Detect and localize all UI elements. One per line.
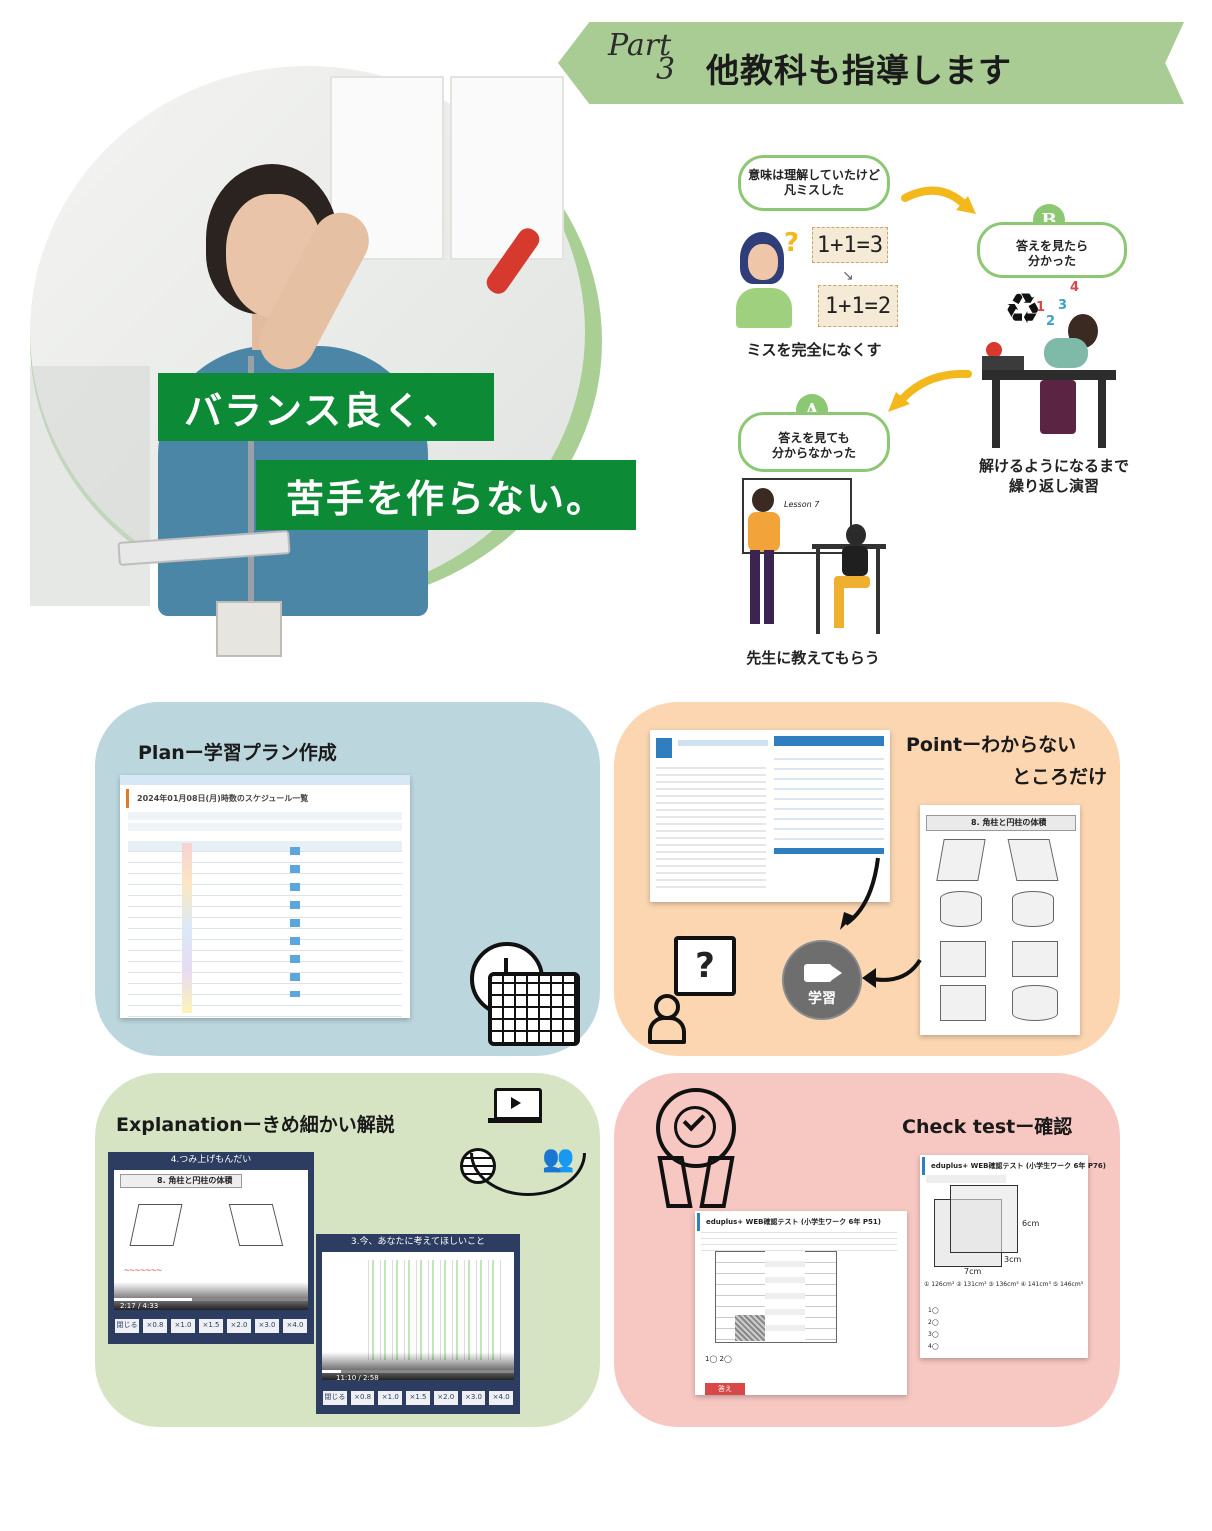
- workbook-screenshot: [650, 730, 890, 902]
- speed-3-0-button[interactable]: ×3.0: [461, 1391, 486, 1405]
- caption-mistake: ミスを完全になくす: [746, 341, 882, 359]
- answer-button[interactable]: 答え: [705, 1383, 745, 1395]
- dimension-depth: 3cm: [1004, 1255, 1022, 1264]
- speed-2-0-button[interactable]: ×2.0: [227, 1319, 251, 1333]
- video1-title: 4.つみ上げもんだい: [170, 1155, 252, 1165]
- wrong-answer-text: 1+1=3: [816, 232, 884, 258]
- check-card-title: Check testー確認: [902, 1116, 1073, 1138]
- test1-choices: 1◯ 2◯: [705, 1355, 732, 1363]
- wrong-answer-note: 1+1=3: [812, 227, 888, 263]
- recycle-icon: ♻: [1004, 284, 1042, 333]
- id-badge: [216, 601, 282, 657]
- calendar-icon: [488, 972, 580, 1046]
- laptop-base: [488, 1118, 542, 1123]
- laptop-icon: [494, 1088, 542, 1120]
- header-ribbon: [558, 22, 1184, 104]
- video1-heading: 8. 角柱と円柱の体積: [120, 1174, 242, 1188]
- worksheet-heading: 8. 角柱と円柱の体積: [926, 815, 1076, 831]
- video1-time: 2:17 / 4:33: [120, 1302, 159, 1310]
- explanation-card-title: Explanationーきめ細かい解説: [116, 1114, 395, 1136]
- speed-1-0-button[interactable]: ×1.0: [171, 1319, 195, 1333]
- medal-icon: [656, 1088, 736, 1168]
- right-answer-note: 1+1=2: [818, 285, 898, 327]
- arrow-icon: [901, 186, 976, 214]
- dimension-height: 6cm: [1022, 1219, 1040, 1228]
- not-understood-bubble: 答えを見ても 分からなかった: [738, 412, 890, 472]
- window-pane: [450, 76, 564, 260]
- speed-1-5-button[interactable]: ×1.5: [199, 1319, 223, 1333]
- speed-0-8-button[interactable]: ×0.8: [143, 1319, 167, 1333]
- speed-1-0-button[interactable]: ×1.0: [378, 1391, 403, 1405]
- schedule-screenshot: 2024年01月08日(月)時数のスケジュール一覧: [120, 775, 410, 1018]
- close-button[interactable]: 閉じる: [115, 1319, 139, 1333]
- arrow-icon: [888, 369, 972, 412]
- person-body-icon: [648, 1016, 686, 1044]
- studying-boy-illustration: [982, 312, 1116, 448]
- understood-bubble-text: 答えを見たら 分かった: [1015, 239, 1088, 268]
- video-player-2[interactable]: 3.今、あなたに考えてほしいこと 11:10 / 2:58 閉じる ×0.8 ×…: [316, 1234, 520, 1414]
- part-number: 3: [656, 52, 676, 87]
- playback-speed-controls: 閉じる ×0.8 ×1.0 ×1.5 ×2.0 ×3.0 ×4.0: [112, 1316, 310, 1336]
- test2-answer-list: 1◯2◯3◯4◯: [928, 1307, 939, 1350]
- web-test-1: eduplus+ WEB確認テスト (小学生ワーク 6年 P51) 1◯ 2◯ …: [695, 1211, 907, 1395]
- close-button[interactable]: 閉じる: [323, 1391, 347, 1405]
- mistake-bubble: 意味は理解していたけど 凡ミスした: [738, 155, 890, 211]
- point-card-title-2: ところだけ: [1012, 766, 1108, 788]
- point-card-title-1: Pointーわからない: [906, 734, 1077, 756]
- number-1-icon: 1: [1036, 300, 1046, 315]
- speed-1-5-button[interactable]: ×1.5: [406, 1391, 430, 1405]
- board-text: Lesson 7: [784, 500, 820, 509]
- video2-title: 3.今、あなたに考えてほしいこと: [350, 1237, 486, 1247]
- playback-speed-controls: 閉じる ×0.8 ×1.0 ×1.5 ×2.0 ×3.0 ×4.0: [320, 1388, 516, 1408]
- volume-worksheet: 8. 角柱と円柱の体積: [920, 805, 1080, 1035]
- part-label: Part: [608, 28, 672, 63]
- speed-0-8-button[interactable]: ×0.8: [350, 1391, 375, 1405]
- question-mark-icon: ?: [784, 228, 800, 258]
- video2-time: 11:10 / 2:58: [336, 1374, 379, 1382]
- caption-teacher: 先生に教えてもらう: [746, 649, 880, 667]
- test2-options: ① 126cm³ ② 131cm³ ③ 136cm³ ④ 141cm³ ⑤ 14…: [924, 1281, 1084, 1288]
- speed-3-0-button[interactable]: ×3.0: [255, 1319, 279, 1333]
- slogan-line-2: 苦手を作らない。: [256, 460, 636, 530]
- number-2-icon: 2: [1046, 314, 1056, 329]
- video-player-1[interactable]: 4.つみ上げもんだい 8. 角柱と円柱の体積 ~~~~~~~ 2:17 / 4:…: [108, 1152, 314, 1344]
- arrow-icon: [840, 857, 880, 930]
- speed-2-0-button[interactable]: ×2.0: [433, 1391, 458, 1405]
- handwritten-note: ~~~~~~~: [124, 1266, 162, 1276]
- slogan-line-1: バランス良く、: [158, 373, 494, 441]
- web-test-2: eduplus+ WEB確認テスト (小学生ワーク 6年 P76) 6cm 3c…: [920, 1155, 1106, 1358]
- understood-bubble: 答えを見たら 分かった: [977, 222, 1127, 278]
- plan-card-title: Planー学習プラン作成: [138, 742, 337, 764]
- caption-practice: 解けるようになるまで 繰り返し演習: [978, 457, 1129, 495]
- down-arrow-icon: ↘: [842, 268, 854, 284]
- number-4-icon: 4: [1070, 280, 1080, 295]
- background-shade: [30, 366, 150, 606]
- not-understood-bubble-text: 答えを見ても 分からなかった: [771, 431, 856, 460]
- schedule-title: 2024年01月08日(月)時数のスケジュール一覧: [126, 789, 404, 808]
- question-bubble-icon: ?: [674, 936, 736, 996]
- mistake-bubble-text: 意味は理解していたけど 凡ミスした: [748, 168, 880, 197]
- speed-4-0-button[interactable]: ×4.0: [283, 1319, 307, 1333]
- teacher-illustration: [740, 488, 784, 628]
- thinking-girl-illustration: [730, 232, 800, 328]
- test2-title: eduplus+ WEB確認テスト (小学生ワーク 6年 P76): [922, 1157, 1106, 1175]
- lanyard: [248, 356, 254, 606]
- video-label: 学習: [808, 991, 836, 1007]
- arrow-icon: [862, 958, 922, 988]
- student-illustration: [812, 524, 888, 634]
- test1-title: eduplus+ WEB確認テスト (小学生ワーク 6年 P51): [697, 1213, 905, 1231]
- number-3-icon: 3: [1058, 298, 1068, 313]
- video-camera-icon: 学習: [782, 940, 862, 1020]
- dimension-width: 7cm: [964, 1267, 982, 1276]
- speed-4-0-button[interactable]: ×4.0: [489, 1391, 514, 1405]
- right-answer-text: 1+1=2: [824, 293, 892, 319]
- section-title: 他教科も指導します: [706, 51, 1012, 90]
